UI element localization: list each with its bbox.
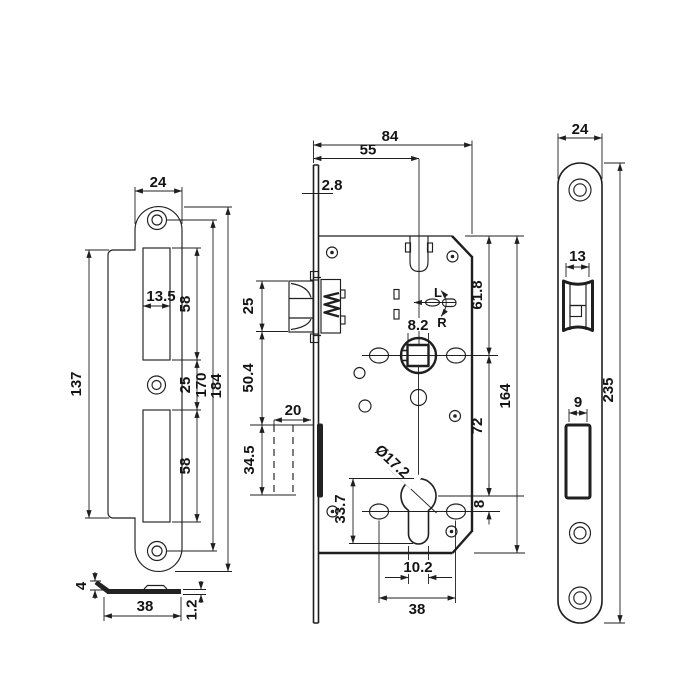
- dim-cylinder-to-handle: 8: [471, 500, 488, 508]
- dim-strike-total-height: 184: [208, 373, 225, 399]
- deadbolt-extended-dashed: [273, 425, 294, 496]
- lower-bolt-cutout: [142, 409, 171, 523]
- lock-body-dimensions: 84 55 2.8 25 50.4 34.5 20 8.2 Ø17.2: [240, 128, 525, 618]
- dim-top-to-follower: 61.8: [469, 280, 486, 309]
- dim-strike-flange-height: 137: [68, 371, 85, 396]
- dim-cylinder-profile-height: 33.7: [332, 494, 349, 523]
- bent-lip: [94, 580, 110, 594]
- dim-case-depth: 84: [382, 128, 399, 145]
- dim-cylinder-diameter: Ø17.2: [371, 441, 412, 481]
- dim-strike-center-gap: 25: [177, 377, 194, 394]
- latch-spring: [323, 291, 341, 318]
- deadbolt: [273, 423, 323, 498]
- faceplate-deadbolt-opening: [564, 423, 592, 500]
- dim-strike-width: 24: [150, 174, 167, 191]
- lock-case-outline: [318, 235, 474, 555]
- dim-latch-opening: 13: [569, 248, 586, 265]
- dim-latch-height: 25: [240, 298, 257, 315]
- top-slot: [409, 236, 429, 273]
- strike-plate-dimensions: 24 137 13.5 58 25 58 170 184: [68, 174, 232, 572]
- screw-hole-top: [146, 209, 168, 231]
- dim-latch-to-deadbolt: 50.4: [240, 363, 257, 393]
- dim-deadbolt-height: 34.5: [241, 445, 258, 474]
- strike-side-profile: [94, 580, 181, 594]
- faceplate-front-view: 24 13 9 235: [557, 121, 625, 624]
- dim-faceplate-width: 24: [572, 121, 589, 138]
- dim-side-width: 38: [137, 598, 154, 615]
- dim-strike-lower-cutout: 58: [177, 458, 194, 475]
- spindle-follower: [399, 336, 438, 375]
- dim-handle-hole-spacing: 38: [409, 601, 426, 618]
- dim-deadbolt-opening: 9: [574, 394, 582, 411]
- deadbolt-head: [317, 423, 323, 498]
- faceplate-screw-holes: [568, 178, 592, 610]
- faceplate-outline: [557, 162, 603, 624]
- dim-backset: 55: [360, 142, 377, 159]
- screw-hole-bottom: [146, 540, 168, 562]
- handle-screw-holes: [368, 347, 467, 520]
- euro-cylinder-hole: [400, 477, 437, 545]
- centerlines: [362, 159, 500, 512]
- strike-plate-outline: [107, 206, 183, 572]
- dim-follower-to-cylinder: 72: [469, 418, 486, 435]
- dim-follower-square: 8.2: [408, 317, 429, 334]
- label-hand-right: R: [437, 315, 447, 330]
- dim-side-lip-height: 4: [73, 581, 90, 590]
- latch-tab-bump: [143, 584, 168, 590]
- dim-strike-cutout-width: 13.5: [146, 288, 175, 305]
- label-hand-left: L: [434, 285, 442, 300]
- dim-side-thickness: 1.2: [184, 600, 201, 621]
- strike-plate-side-view: 4 38 1.2: [73, 572, 206, 621]
- screw-hole-middle: [146, 375, 167, 395]
- lock-faceplate-edge: [312, 164, 320, 624]
- dim-cylinder-width: 10.2: [403, 559, 432, 576]
- dim-deadbolt-throw: 20: [285, 402, 302, 419]
- faceplate-latch-opening: [562, 279, 594, 332]
- handing-indicator: L R: [413, 285, 457, 330]
- strike-plate-front-view: 24 137 13.5 58 25 58 170 184: [68, 174, 232, 572]
- strike-side-dimensions: 4 38 1.2: [73, 572, 206, 621]
- lock-body-view: L R 84 55 2.8 25 50.4 34.5 20: [240, 128, 525, 624]
- dim-faceplate-height: 235: [600, 377, 617, 402]
- dim-strike-hole-spacing: 170: [193, 372, 210, 397]
- dim-faceplate-thickness: 2.8: [322, 177, 343, 194]
- case-rivets: [325, 246, 462, 538]
- dim-case-height: 164: [497, 383, 514, 409]
- latch-bolt: [288, 270, 346, 344]
- faceplate-dimensions: 24 13 9 235: [557, 121, 625, 624]
- mechanism-holes: [353, 288, 428, 413]
- dim-strike-upper-cutout: 58: [177, 296, 194, 313]
